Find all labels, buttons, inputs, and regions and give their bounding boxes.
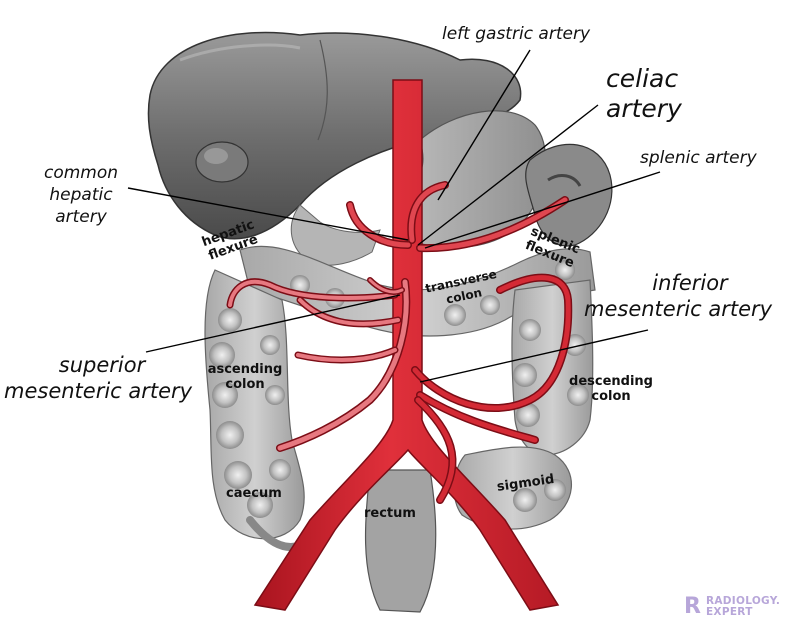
logo-text-line1: RADIOLOGY. xyxy=(705,594,781,607)
organ-caecum: caecum xyxy=(226,486,282,501)
label-inferior-mesenteric-line1: inferior xyxy=(652,271,728,295)
label-celiac-line2: artery xyxy=(606,94,682,123)
gallbladder xyxy=(195,141,249,183)
organ-descending-colon: descending colon xyxy=(558,374,664,404)
celiac-branches xyxy=(346,181,569,253)
leader-splenic xyxy=(424,171,661,249)
organ-rectum: rectum xyxy=(364,506,416,521)
sma-branches xyxy=(226,277,411,452)
label-inferior-mesenteric-line2: mesenteric artery xyxy=(584,297,773,321)
label-left-gastric-artery: left gastric artery xyxy=(442,24,591,44)
label-common-hepatic-line3: artery xyxy=(55,207,107,227)
radiology-expert-logo: R RADIOLOGY. EXPERT xyxy=(684,594,780,619)
organ-descending-colon-line2: colon xyxy=(591,389,631,404)
organ-ascending-colon-line1: ascending xyxy=(207,362,283,377)
haustra-left xyxy=(209,308,291,518)
label-common-hepatic-line2: hepatic xyxy=(49,185,113,205)
haustra-right xyxy=(513,319,589,512)
label-common-hepatic-line1: common xyxy=(43,163,119,183)
leader-left-gastric xyxy=(437,49,531,201)
label-superior-mesenteric-line1: superior xyxy=(58,353,146,377)
label-celiac-line1: celiac xyxy=(606,64,679,93)
aorta xyxy=(253,79,560,611)
label-splenic-artery: splenic artery xyxy=(640,148,757,168)
spleen xyxy=(525,143,613,247)
leader-inferior-mesenteric xyxy=(419,329,649,383)
label-superior-mesenteric-line2: mesenteric artery xyxy=(4,379,193,403)
leader-lines xyxy=(127,49,661,383)
organ-ascending-colon: ascending colon xyxy=(198,362,292,392)
logo-text: RADIOLOGY. EXPERT xyxy=(705,594,781,618)
leader-superior-mesenteric xyxy=(145,294,401,353)
organ-ascending-colon-line2: colon xyxy=(225,377,265,392)
ima-branches xyxy=(411,273,573,504)
leader-celiac xyxy=(417,104,599,246)
logo-r-icon: R xyxy=(684,594,701,619)
logo-text-line2: EXPERT xyxy=(705,605,753,618)
leader-common-hepatic xyxy=(127,187,409,241)
duodenum xyxy=(290,204,381,266)
organ-descending-colon-line1: descending xyxy=(569,374,653,389)
